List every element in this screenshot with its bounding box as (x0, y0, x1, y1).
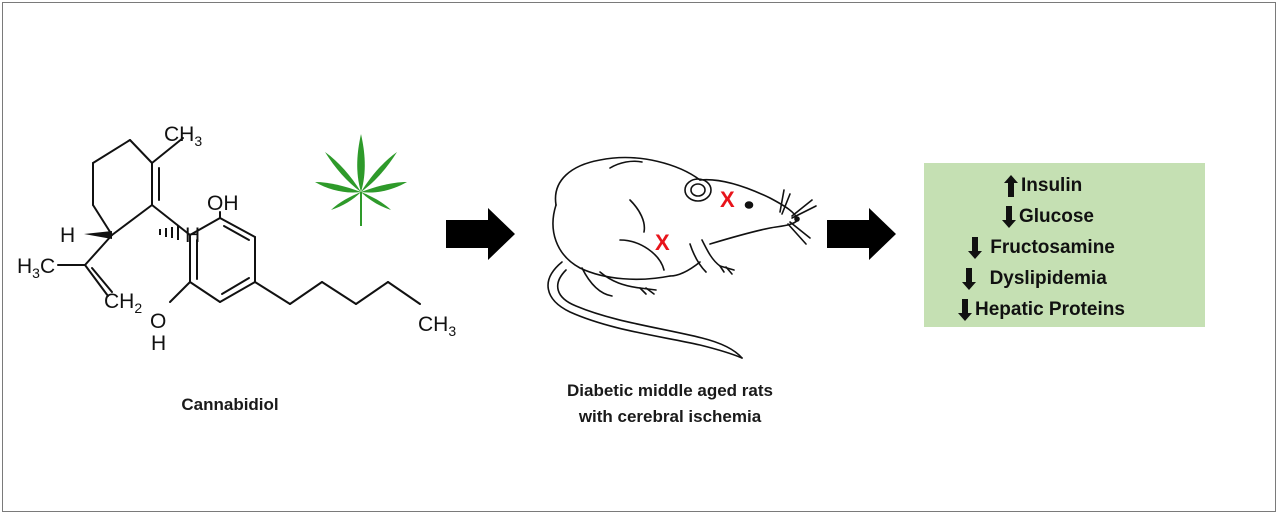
arrow-down-icon (958, 298, 972, 321)
wedge-bond (84, 231, 112, 239)
outcome-label: Dyslipidemia (989, 268, 1107, 289)
hash-bond (159, 226, 179, 240)
outcome-insulin: Insulin (924, 170, 1205, 201)
cannabis-leaf-icon (315, 134, 407, 226)
label-h3c: H3C (17, 255, 55, 281)
outcome-glucose: Glucose (924, 201, 1205, 232)
label-h-left: H (60, 224, 75, 247)
ischemia-marker-head: X (720, 187, 735, 212)
arrow-right-icon (827, 208, 896, 260)
arrow-down-icon (1002, 205, 1016, 228)
cannabidiol-structure (57, 137, 421, 305)
subject-caption: Diabetic middle aged rats with cerebral … (520, 378, 820, 430)
rat-illustration (547, 156, 817, 359)
outcome-dyslipidemia: Dyslipidemia (924, 263, 1205, 294)
arrow-down-icon (962, 267, 976, 290)
outcomes-box: Insulin Glucose Fructosamine Dyslipidemi… (924, 163, 1205, 327)
subject-caption-line2: with cerebral ischemia (578, 407, 762, 426)
atom-labels: CH3 OH H H H3C CH2 O H CH3 (17, 123, 456, 355)
arrow-up-icon (1004, 174, 1018, 197)
outcome-label: Glucose (1019, 206, 1094, 227)
outcome-label: Hepatic Proteins (975, 299, 1125, 320)
label-h-bottom: H (151, 332, 166, 355)
ischemia-markers: X X (655, 187, 735, 255)
arrow-right-icon (446, 208, 515, 260)
label-ch2: CH2 (104, 290, 142, 316)
outcome-label: Insulin (1021, 175, 1083, 196)
outcome-hepatic-proteins: Hepatic Proteins (924, 294, 1205, 325)
outcome-label: Fructosamine (990, 237, 1115, 258)
label-h-right: H (185, 224, 200, 247)
label-o-bottom: O (150, 310, 166, 333)
outcome-fructosamine: Fructosamine (924, 232, 1205, 263)
label-ch3-tail: CH3 (418, 313, 456, 339)
label-oh-top: OH (207, 192, 239, 215)
ischemia-marker-body: X (655, 230, 670, 255)
label-ch3-top: CH3 (164, 123, 202, 149)
molecule-caption: Cannabidiol (181, 395, 279, 414)
arrow-down-icon (968, 236, 982, 259)
subject-caption-line1: Diabetic middle aged rats (567, 381, 773, 400)
